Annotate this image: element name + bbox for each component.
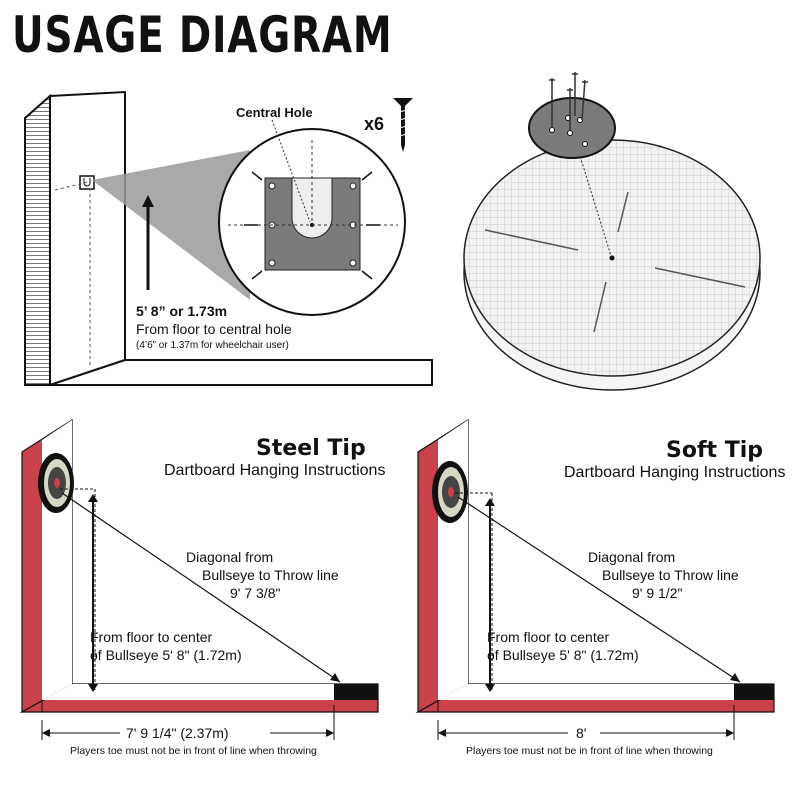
dartboard-back [463,129,761,391]
steel-diagonal-value: 9' 7 3/8" [230,585,281,601]
throw-line-steel [334,684,378,700]
steel-toe-note: Players toe must not be in front of line… [70,745,317,757]
soft-tip-diagram [415,418,775,740]
steel-tip-subtitle: Dartboard Hanging Instructions [164,462,386,479]
height-main-label: 5’ 8” or 1.73m [136,303,228,319]
soft-height-line1: From floor to center [487,629,610,645]
steel-tip-title: Steel Tip [256,436,366,461]
soft-diagonal-line1: Diagonal from [588,549,676,565]
screw-count: x6 [364,114,385,134]
dartboard-soft [432,461,468,523]
screw-icon [393,98,413,152]
steel-tip-diagram [19,418,379,740]
soft-tip-title: Soft Tip [666,438,764,463]
steel-height-line2: of Bullseye 5' 8" (1.72m) [90,647,242,663]
steel-floor-distance: 7' 9 1/4" (2.37m) [126,725,229,741]
zoom-cone [92,150,250,300]
steel-diagonal-line1: Diagonal from [186,549,274,565]
soft-diagonal-value: 9' 9 1/2" [632,585,683,601]
central-hole-label: Central Hole [236,105,313,120]
plate-screws [549,72,588,130]
back-plate [528,72,616,159]
soft-toe-note: Players toe must not be in front of line… [466,745,713,757]
dartboard-steel [38,453,74,513]
soft-floor-distance: 8' [576,725,587,741]
screw-marks [244,171,380,280]
height-wheelchair-label: (4’6” or 1.37m for wheelchair user) [136,340,289,351]
steel-diagonal-line2: Bullseye to Throw line [202,567,339,583]
height-desc-label: From floor to central hole [136,321,292,337]
wall [24,90,433,387]
throw-line-soft [734,684,774,700]
soft-diagonal-line2: Bullseye to Throw line [602,567,739,583]
soft-tip-subtitle: Dartboard Hanging Instructions [564,464,786,481]
soft-height-line2: of Bullseye 5' 8" (1.72m) [487,647,639,663]
steel-height-line1: From floor to center [90,629,213,645]
page-title: USAGE DIAGRAM [12,6,393,64]
